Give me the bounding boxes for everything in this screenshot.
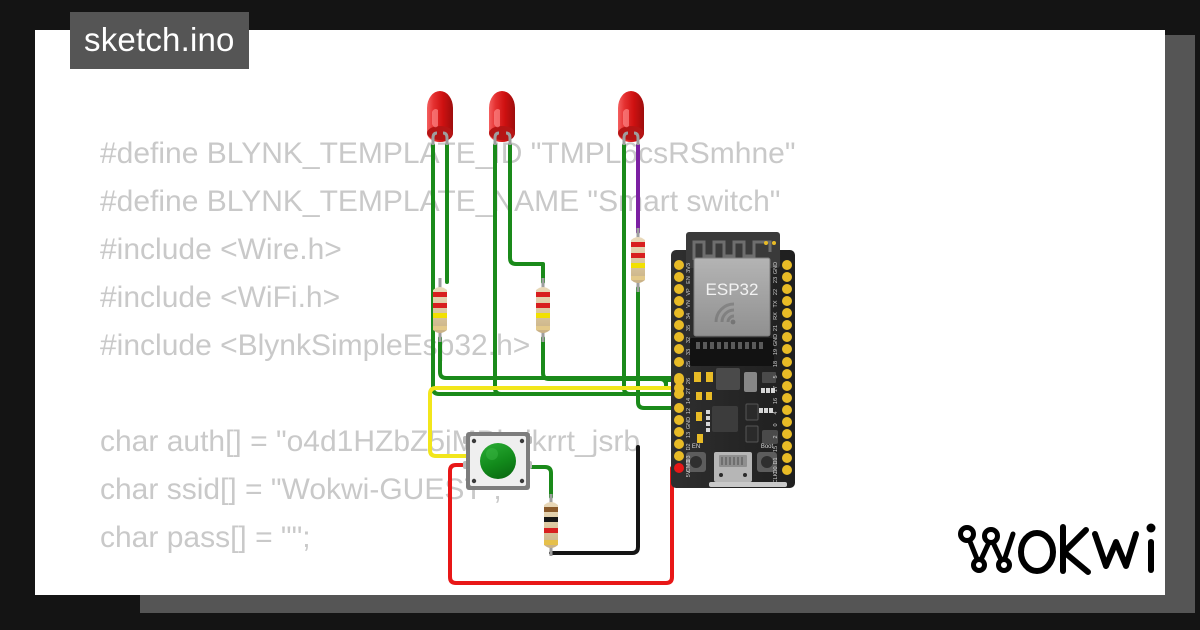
- board-left-pin-labels: 3V3 EN VP VN 34 35 32 33 25 26 27 14 12 …: [686, 263, 692, 477]
- svg-text:35: 35: [686, 325, 692, 331]
- svg-text:CLK: CLK: [773, 472, 779, 483]
- svg-text:22: 22: [773, 289, 779, 295]
- svg-text:34: 34: [686, 313, 692, 319]
- svg-text:5V: 5V: [686, 470, 692, 477]
- board-button-label-boot: Boot: [761, 444, 774, 450]
- led-2[interactable]: [489, 91, 515, 145]
- svg-text:CMD: CMD: [686, 460, 692, 473]
- svg-text:5: 5: [773, 375, 779, 378]
- vertical-scrollbar[interactable]: [1165, 35, 1195, 595]
- svg-text:D0: D0: [773, 466, 779, 473]
- wire-button-resistor-ground: [549, 445, 640, 555]
- wire-led3-resistor-to-pin12: [636, 286, 675, 410]
- svg-text:GND: GND: [773, 262, 779, 274]
- svg-text:D2: D2: [686, 443, 692, 450]
- svg-text:27: 27: [686, 388, 692, 394]
- svg-text:GND: GND: [773, 334, 779, 346]
- svg-text:18: 18: [773, 361, 779, 367]
- svg-text:2: 2: [773, 435, 779, 438]
- horizontal-scrollbar[interactable]: [140, 595, 1195, 613]
- svg-text:4: 4: [773, 411, 779, 414]
- led-1[interactable]: [427, 91, 453, 145]
- resistor-led-2[interactable]: [536, 278, 550, 342]
- svg-text:16: 16: [773, 398, 779, 404]
- svg-text:13: 13: [686, 432, 692, 438]
- svg-text:3V3: 3V3: [686, 263, 692, 273]
- svg-text:33: 33: [686, 349, 692, 355]
- svg-text:25: 25: [686, 361, 692, 367]
- svg-text:EN: EN: [686, 276, 692, 284]
- pushbutton[interactable]: [463, 432, 532, 490]
- wire-led2-resistor-to-pin27: [541, 336, 675, 387]
- svg-text:14: 14: [686, 398, 692, 404]
- svg-text:VN: VN: [686, 300, 692, 308]
- svg-text:GND: GND: [686, 417, 692, 429]
- svg-text:D1: D1: [773, 457, 779, 464]
- wire-group: [428, 143, 675, 585]
- svg-text:RX: RX: [773, 312, 779, 320]
- board-right-pins[interactable]: [782, 260, 792, 475]
- svg-text:12: 12: [686, 408, 692, 414]
- svg-text:TX: TX: [773, 300, 779, 307]
- svg-text:23: 23: [773, 277, 779, 283]
- svg-text:32: 32: [686, 337, 692, 343]
- svg-text:15: 15: [773, 446, 779, 452]
- file-tab-sketch-ino[interactable]: sketch.ino: [70, 12, 249, 69]
- svg-text:21: 21: [773, 325, 779, 331]
- wire-led2-anode: [493, 143, 675, 396]
- svg-text:VP: VP: [686, 288, 692, 296]
- board-silk-label: ESP32: [706, 280, 759, 299]
- svg-text:D3: D3: [686, 455, 692, 462]
- svg-text:26: 26: [686, 378, 692, 384]
- esp32-board[interactable]: ESP32: [671, 232, 795, 488]
- svg-text:0: 0: [773, 423, 779, 426]
- board-left-pins[interactable]: [674, 260, 684, 473]
- board-button-label-en: EN: [692, 444, 700, 450]
- resistor-led-3[interactable]: [631, 228, 645, 292]
- wire-led1-resistor-to-pin26: [438, 336, 675, 380]
- resistor-pushbutton[interactable]: [544, 494, 558, 556]
- wokwi-logo: [958, 523, 1156, 575]
- resistor-led-1[interactable]: [433, 278, 447, 342]
- board-right-pin-labels: GND 23 22 TX RX 21 GND 19 18 5 17 16 4 0…: [773, 262, 779, 483]
- wire-button-to-resistor: [525, 465, 553, 499]
- led-3[interactable]: [618, 91, 644, 145]
- svg-text:17: 17: [773, 386, 779, 392]
- svg-text:19: 19: [773, 349, 779, 355]
- wire-button-to-5v-red: [448, 463, 674, 585]
- wire-button-yellow: [428, 386, 675, 458]
- wire-led2-cathode: [508, 143, 545, 284]
